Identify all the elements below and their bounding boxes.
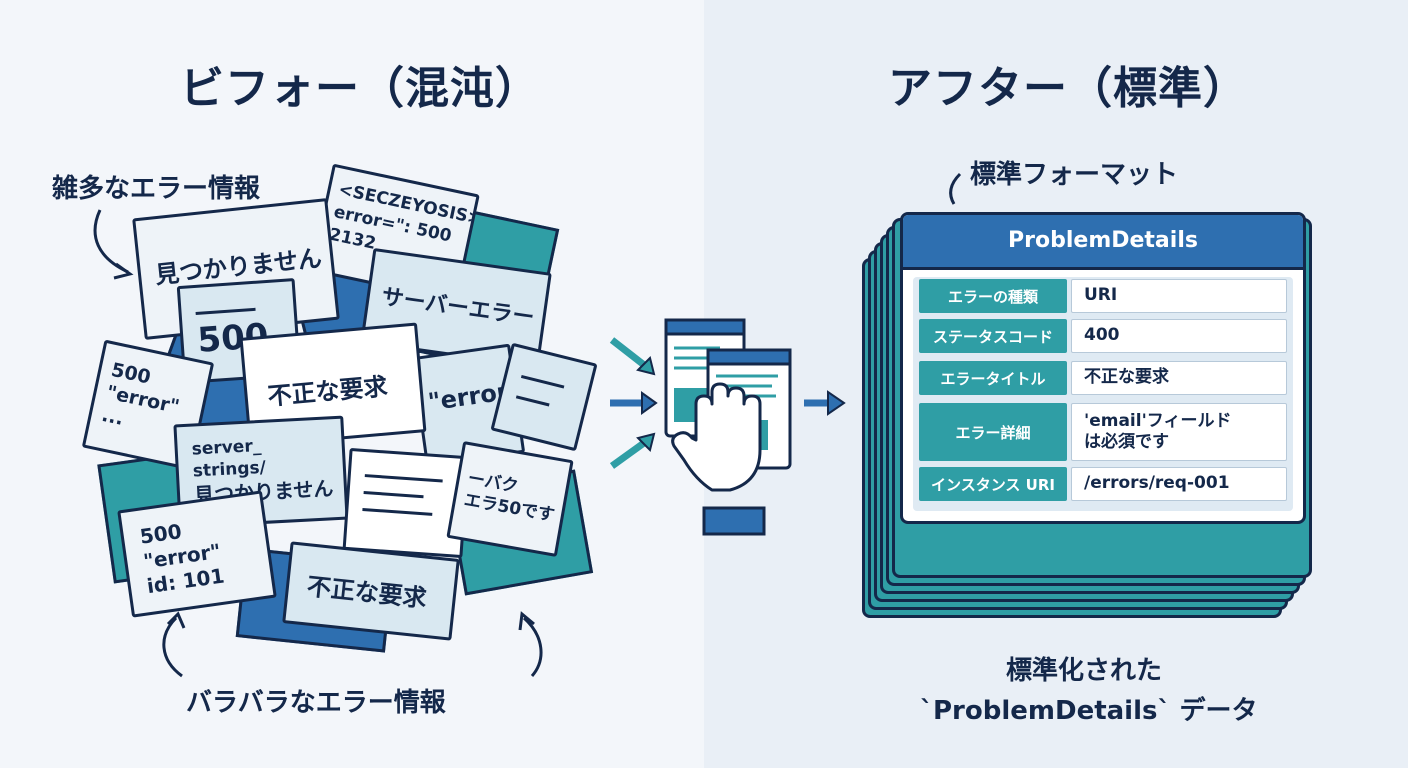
error-note-garbled: ーバク エラ50です — [446, 441, 574, 557]
messy-info-caption: 雑多なエラー情報 — [52, 174, 261, 204]
field-key: エラー詳細 — [919, 403, 1067, 461]
field-row: エラータイトル 不正な要求 — [919, 361, 1287, 395]
note-line — [362, 507, 433, 516]
error-note-id: 500 "error" id: 101 — [117, 490, 277, 618]
curved-arrows-left — [93, 209, 543, 678]
field-value: 不正な要求 — [1071, 361, 1287, 395]
note-line — [520, 374, 565, 389]
field-value: 'email'フィールドは必須です — [1071, 403, 1287, 461]
error-note-bad-request-2: 不正な要求 — [282, 541, 460, 641]
format-pointer-arrow — [949, 172, 962, 205]
field-value: 400 — [1071, 319, 1287, 353]
transition-graphic — [609, 318, 846, 536]
field-key: インスタンス URI — [919, 467, 1067, 501]
note-line — [363, 491, 424, 499]
field-key: エラーの種類 — [919, 279, 1067, 313]
field-row: エラー詳細 'email'フィールドは必須です — [919, 403, 1287, 461]
field-key: ステータスコード — [919, 319, 1067, 353]
field-table: エラーの種類 URI ステータスコード 400 エラータイトル 不正な要求 エラ… — [913, 277, 1293, 511]
field-value: /errors/req-001 — [1071, 467, 1287, 501]
standard-format-caption: 標準フォーマット — [970, 160, 1179, 190]
after-title: アフター（標準） — [888, 63, 1248, 114]
card-title: ProblemDetails — [903, 215, 1303, 270]
error-note-lines — [342, 447, 470, 559]
note-text: 不正な要求 — [305, 572, 428, 613]
scattered-info-caption: バラバラなエラー情報 — [186, 688, 446, 718]
before-title: ビフォー（混沌） — [180, 63, 540, 114]
field-row: インスタンス URI /errors/req-001 — [919, 467, 1287, 501]
field-row: エラーの種類 URI — [919, 279, 1287, 313]
field-row: ステータスコード 400 — [919, 319, 1287, 353]
standardized-caption-line2: `ProblemDetails` データ — [920, 696, 1258, 726]
incoming-arrows — [609, 337, 658, 469]
note-line — [195, 307, 256, 315]
field-value: URI — [1071, 279, 1287, 313]
note-line — [515, 395, 550, 407]
problem-details-card: ProblemDetails エラーの種類 URI ステータスコード 400 エ… — [900, 212, 1306, 524]
field-key: エラータイトル — [919, 361, 1067, 395]
standardized-caption-line1: 標準化された — [1006, 656, 1163, 686]
note-line — [364, 474, 443, 483]
hand-icon — [671, 382, 766, 536]
outgoing-arrow — [804, 390, 846, 416]
note-text: 不正な要求 — [266, 372, 389, 411]
